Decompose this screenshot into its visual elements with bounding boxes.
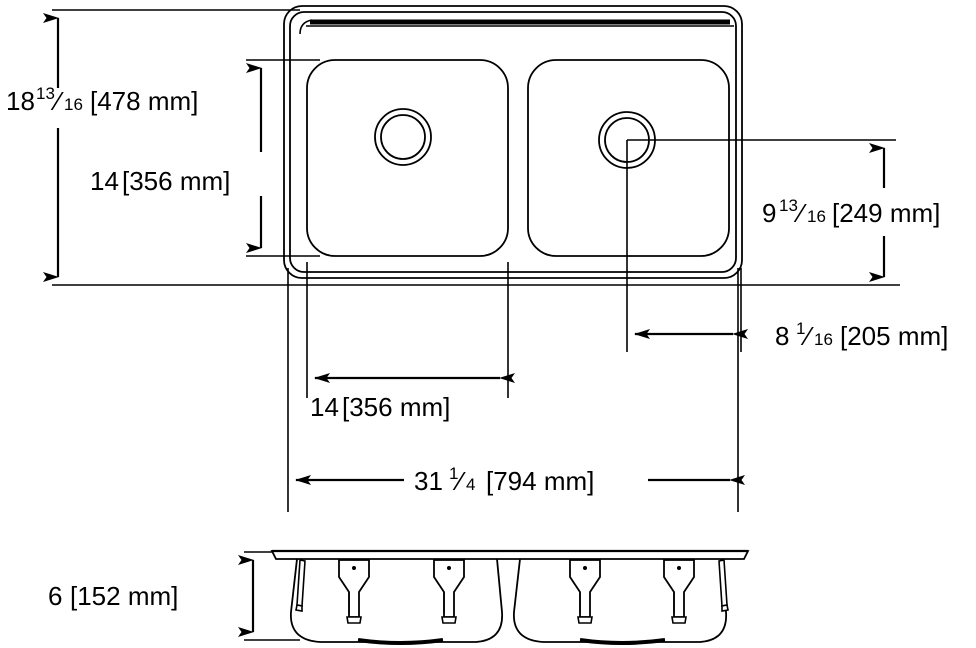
dim-label-bowl-height: 6 [152 mm] (48, 581, 178, 611)
dim-label-overall-width: 31 1 ⁄ 4 [794 mm] (414, 464, 594, 496)
dim-label-overall-depth: 18 13 ⁄ 16 [478 mm] (6, 84, 198, 116)
dim-bowl-width-metric: [356 mm] (342, 392, 450, 422)
dim-drain-offset-h-metric: [205 mm] (840, 321, 948, 351)
left-bowl-outline (306, 59, 509, 257)
section-right-bowl-pad (579, 638, 666, 645)
dim-drain-offset-h-frac-num: 1 (796, 319, 805, 338)
left-drain-outer-ring (374, 108, 432, 166)
dim-drain-offset-v-frac-num: 13 (779, 196, 798, 215)
dim-bowl-height-whole: 6 (48, 581, 62, 611)
dim-bowl-width-whole: 14 (310, 392, 339, 422)
dim-bowl-height-metric: [152 mm] (70, 581, 178, 611)
mounting-clip-right-edge (718, 559, 729, 612)
mounting-clip-left-edge (295, 559, 306, 612)
sink-deck-inner (289, 11, 737, 273)
dim-overall-depth-frac-den: 16 (64, 95, 83, 114)
deck-groove-corner (299, 19, 313, 35)
dim-drain-offset-h-frac-den: 16 (814, 330, 833, 349)
dim-overall-width-whole: 31 (414, 466, 443, 496)
dimension-texts: 18 13 ⁄ 16 [478 mm] 14 [356 mm] 9 13 ⁄ 1… (6, 84, 948, 611)
dim-label-bowl-depth: 14 [356 mm] (90, 166, 230, 196)
dim-drain-offset-h-whole: 8 (775, 321, 789, 351)
right-drain-inner-ring (604, 117, 650, 163)
section-left-bowl-pad (357, 638, 444, 645)
dim-label-drain-offset-v: 9 13 ⁄ 16 [249 mm] (762, 196, 940, 228)
sink-deck-outer (283, 5, 743, 279)
dim-drain-offset-v-frac-den: 16 (807, 207, 826, 226)
mounting-clip-2 (433, 559, 465, 624)
dim-overall-width-frac-num: 1 (449, 464, 458, 483)
dim-bowl-depth-whole: 14 (90, 166, 119, 196)
mounting-clip-4 (663, 559, 695, 624)
extension-lines (52, 9, 900, 512)
dimension-lines (43, 13, 886, 637)
right-bowl-outline (527, 59, 730, 257)
dim-overall-depth-whole: 18 (6, 86, 35, 116)
dim-overall-depth-metric: [478 mm] (90, 86, 198, 116)
mounting-clip-3 (569, 559, 601, 624)
right-drain-outer-ring (598, 111, 656, 169)
dim-overall-depth-frac-num: 13 (36, 84, 55, 103)
section-view (270, 549, 750, 645)
dim-label-bowl-width: 14 [356 mm] (310, 392, 450, 422)
dim-drain-offset-v-whole: 9 (762, 198, 776, 228)
top-view (283, 5, 743, 279)
section-deck-rim (270, 550, 750, 560)
section-left-bowl (290, 558, 503, 643)
dim-bowl-depth-metric: [356 mm] (122, 166, 230, 196)
dim-label-drain-offset-h: 8 1 ⁄ 16 [205 mm] (775, 319, 948, 351)
dim-drain-offset-v-metric: [249 mm] (832, 198, 940, 228)
left-drain-inner-ring (380, 114, 426, 160)
dim-overall-width-frac-den: 4 (466, 475, 475, 494)
dim-overall-width-metric: [794 mm] (486, 466, 594, 496)
mounting-clip-1 (338, 559, 370, 624)
